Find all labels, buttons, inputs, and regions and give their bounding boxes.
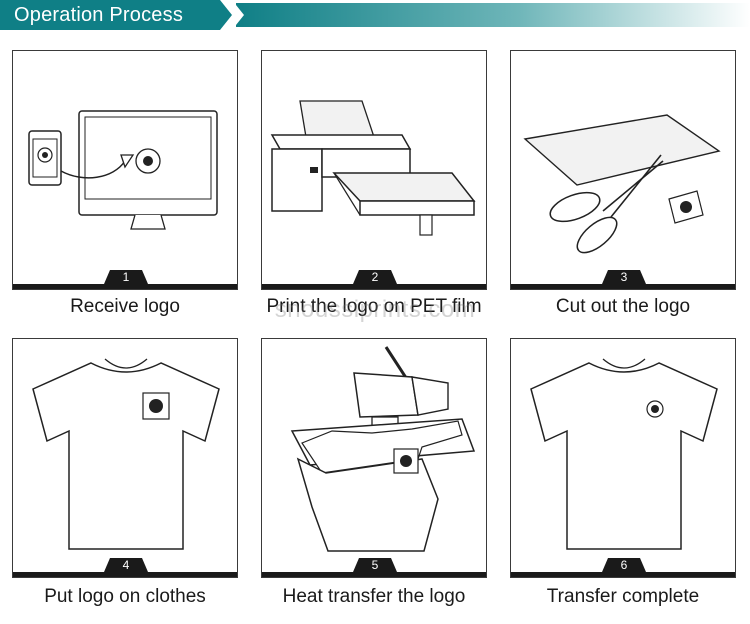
- step-number-tab: 4: [104, 558, 148, 572]
- step-panel: 2: [261, 50, 487, 290]
- panel-base-bar: [511, 572, 735, 577]
- step-caption: Receive logo: [70, 296, 180, 317]
- step-number-tab: 1: [104, 270, 148, 284]
- step-card-6: 6 Transfer complete: [510, 338, 736, 618]
- step-caption: Print the logo on PET film: [266, 296, 482, 317]
- header-banner: Operation Process: [0, 0, 750, 30]
- receive-logo-illustration: [28, 110, 218, 230]
- step-number: 2: [371, 270, 379, 284]
- step-number: 1: [122, 270, 130, 284]
- step-number: 6: [620, 558, 628, 572]
- step-card-4: 4 Put logo on clothes: [12, 338, 238, 618]
- printer-illustration: [270, 100, 476, 236]
- panel-base-bar: [13, 284, 237, 289]
- step-caption: Put logo on clothes: [44, 586, 206, 607]
- scissors-illustration: [523, 114, 721, 254]
- step-caption: Cut out the logo: [555, 296, 691, 317]
- panel-base-bar: [262, 572, 486, 577]
- step-card-5: 5 Heat transfer the logo: [261, 338, 487, 618]
- step-number: 3: [620, 270, 628, 284]
- step-number-tab: 3: [602, 270, 646, 284]
- step-number-tab: 5: [353, 558, 397, 572]
- panel-base-bar: [13, 572, 237, 577]
- step-card-1: 1 Receive logo: [12, 50, 238, 330]
- step-number-tab: 6: [602, 558, 646, 572]
- page-title: Operation Process: [14, 4, 184, 26]
- step-card-2: 2 Print the logo on PET film: [261, 50, 487, 330]
- step-number-tab: 2: [353, 270, 397, 284]
- step-number: 4: [122, 558, 130, 572]
- step-panel: 6: [510, 338, 736, 578]
- step-panel: 1: [12, 50, 238, 290]
- step-panel: 5: [261, 338, 487, 578]
- finished-tshirt-illustration: [530, 358, 718, 550]
- tshirt-with-logo-illustration: [32, 358, 220, 550]
- step-panel: 3: [510, 50, 736, 290]
- step-number: 5: [371, 558, 379, 572]
- step-caption: Heat transfer the logo: [282, 586, 466, 607]
- step-card-3: 3 Cut out the logo: [510, 50, 736, 330]
- step-caption: Transfer complete: [546, 586, 700, 607]
- heat-press-illustration: [290, 346, 476, 552]
- panel-base-bar: [262, 284, 486, 289]
- banner-background: [0, 0, 750, 30]
- step-panel: 4: [12, 338, 238, 578]
- panel-base-bar: [511, 284, 735, 289]
